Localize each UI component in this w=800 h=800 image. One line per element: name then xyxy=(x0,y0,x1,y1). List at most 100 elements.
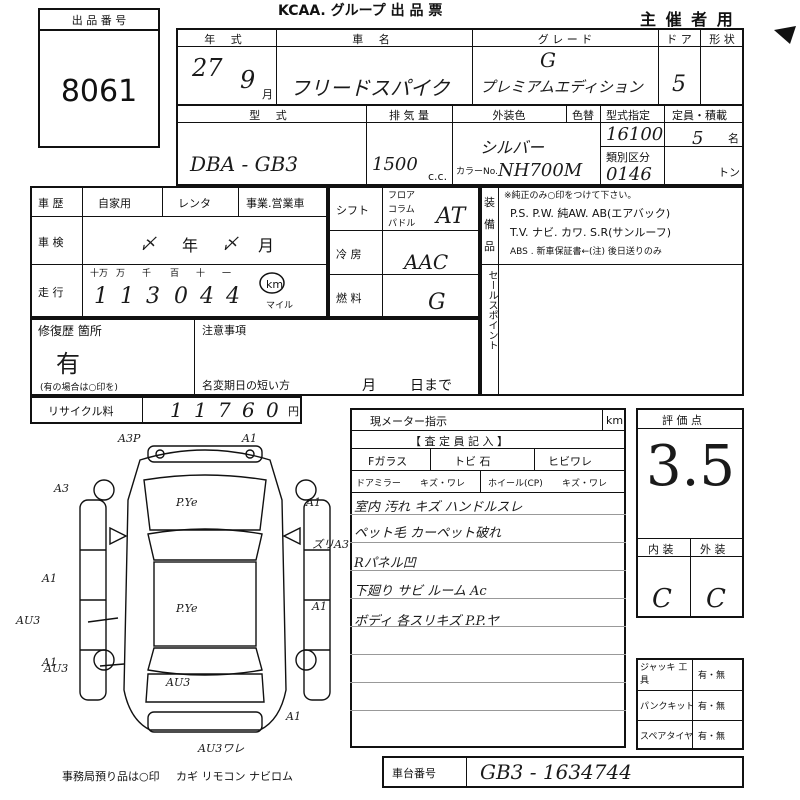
car-damage-diagram xyxy=(79,445,331,733)
recycle-digit: 6 xyxy=(242,398,255,422)
doors-value: 5 xyxy=(672,72,686,97)
damage-mark: AU3 xyxy=(44,662,69,675)
mileage-digit-label: 十万 xyxy=(90,269,109,279)
shift-floor: フロア xyxy=(388,191,416,201)
doors-label: ド ア xyxy=(666,33,692,46)
history-label: 車 歴 xyxy=(38,197,64,210)
interior-grade: C xyxy=(652,584,672,614)
jack-value: 有・無 xyxy=(698,671,726,681)
model-label: 型 式 xyxy=(249,109,293,122)
mileage-digit-label: 万 xyxy=(116,269,126,279)
chassis-label: 車台番号 xyxy=(392,767,436,780)
score-label: 評 価 点 xyxy=(662,414,702,427)
lot-label: 出 品 番 号 xyxy=(71,14,127,27)
crack-label: ヒビワレ xyxy=(548,455,592,468)
grade-label: グ レ ー ド xyxy=(537,33,593,46)
damage-mark: A1 xyxy=(42,572,57,585)
damage-mark: A1 xyxy=(242,432,257,445)
shift-label: シフト xyxy=(336,204,369,217)
equip-row3: ABS . 新車保証書←(注) 後日送りのみ xyxy=(510,247,662,257)
deadline-month: 月 xyxy=(362,378,376,394)
mileage-digit-label: 千 xyxy=(142,269,152,279)
grade-line1: G xyxy=(540,48,556,72)
year-type-label: 年 式 xyxy=(204,33,248,46)
damage-mark: A3 xyxy=(54,482,69,495)
inspection-note: ペット毛 カーペット破れ xyxy=(354,526,502,541)
damage-mark: P.Ye xyxy=(176,496,198,509)
damage-mark: A1 xyxy=(286,710,301,723)
car-name-label: 車 名 xyxy=(352,33,396,46)
mileage-digit: 1 xyxy=(94,284,108,309)
color-change-label: 色替 xyxy=(572,109,594,122)
mileage-digit: 4 xyxy=(226,284,240,309)
km-unit: km xyxy=(266,278,284,291)
grade-line2: プレミアムエディション xyxy=(480,78,643,96)
damage-mark: P.Ye xyxy=(176,602,198,615)
rental-use: レンタ xyxy=(178,197,211,210)
equip-char-1: 装 xyxy=(484,196,495,209)
damage-mark: AU3 xyxy=(16,614,41,627)
car-name-value: フリードスパイク xyxy=(290,76,450,100)
equip-char-2: 備 xyxy=(484,218,495,231)
history-table xyxy=(30,186,328,318)
spare-label: スペアタイヤ xyxy=(640,732,694,742)
color-code-value: NH700M xyxy=(498,160,583,181)
inspector-label: 【 査 定 員 記 入 】 xyxy=(410,435,508,448)
sales-point-label: セールスポイント xyxy=(486,270,497,350)
recycle-digit: 7 xyxy=(218,398,231,422)
insp-month-label: 月 xyxy=(258,236,275,255)
capacity-unit: 名 xyxy=(728,132,739,145)
recycle-digit: 1 xyxy=(170,398,183,422)
mile-unit: マイル xyxy=(266,301,294,311)
recycle-unit: 円 xyxy=(288,405,299,418)
private-use: 自家用 xyxy=(98,197,131,210)
insp-year-dash: 〆 xyxy=(140,234,157,253)
shift-paddle: パドル xyxy=(388,219,416,229)
damage-mark: A3P xyxy=(118,432,141,445)
mirror-label: ドアミラー xyxy=(356,479,401,489)
windshield-label: Fガラス xyxy=(368,455,408,468)
chip-label: トビ 石 xyxy=(454,455,491,468)
displacement-value: 1500 xyxy=(372,154,418,175)
deadline-day: 日まで xyxy=(410,378,452,394)
puncture-label: パンクキット xyxy=(640,702,695,712)
recycle-digit: 1 xyxy=(194,398,207,422)
inspection-note: 室内 汚れ キズ ハンドルスレ xyxy=(354,500,523,515)
damage-mark: A1 xyxy=(312,600,327,613)
meter-label: 現メーター指示 xyxy=(370,415,447,428)
mileage-digit-label: 一 xyxy=(222,269,232,279)
meter-unit: km xyxy=(606,414,624,427)
classification-label: 類別区分 xyxy=(606,151,650,164)
vehicle-header-table xyxy=(176,28,744,186)
deposit-note: 事務局預り品は○印 xyxy=(62,770,160,783)
capacity-label: 定員・積載 xyxy=(672,109,727,122)
equip-row2: T.V. ナビ. カワ. S.R(サンルーフ) xyxy=(510,226,672,239)
lot-box xyxy=(38,8,160,148)
mirror-values: キズ・ワレ xyxy=(420,479,466,489)
chassis-value: GB3 - 1634744 xyxy=(480,760,632,784)
damage-mark: ズリA3 xyxy=(312,538,349,551)
repair-table xyxy=(30,318,480,396)
exterior-color-value: シルバー xyxy=(480,138,545,157)
insp-month-dash: 〆 xyxy=(222,234,239,253)
meter-notes-table xyxy=(350,408,626,748)
cc-unit: c.c. xyxy=(428,170,448,183)
insp-year-label: 年 xyxy=(182,236,199,255)
repair-value: 有 xyxy=(56,350,80,378)
equipment-table xyxy=(480,186,744,396)
damage-mark: A1 xyxy=(306,496,321,509)
repair-label: 修復歴 箇所 xyxy=(38,324,102,338)
mileage-digit-label: 百 xyxy=(170,269,180,279)
classification-value: 0146 xyxy=(606,164,652,185)
corner-arrow-icon xyxy=(774,26,796,44)
damage-mark: A1 xyxy=(42,656,57,669)
equip-row1: P.S. P.W. 純AW. AB(エアバック) xyxy=(510,207,671,220)
ac-value: AAC xyxy=(404,250,449,274)
mileage-digit-label: 十 xyxy=(196,269,206,279)
equip-char-3: 品 xyxy=(484,240,495,253)
month-value: 9 xyxy=(240,66,256,94)
color-no-label: カラーNo. xyxy=(456,167,498,177)
spare-value: 有・無 xyxy=(698,732,726,742)
recycle-table xyxy=(30,396,302,424)
inspection-note: ボディ 各スリキズ P.P.ヤ xyxy=(354,614,499,629)
